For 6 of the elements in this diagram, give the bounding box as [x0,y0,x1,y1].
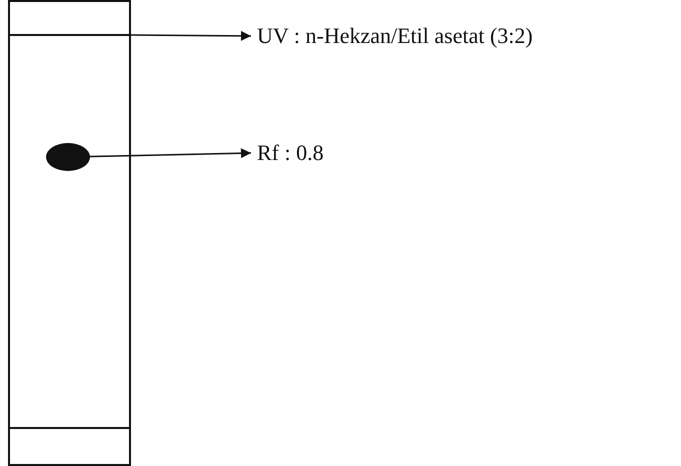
tlc-plate [8,0,131,466]
annotation-label: UV : n-Hekzan/Etil asetat (3:2) [257,23,533,49]
leader-arrow [131,30,251,41]
sample-spot [46,143,90,171]
annotation-label: Rf : 0.8 [257,140,324,166]
solvent-front-line [8,34,131,36]
